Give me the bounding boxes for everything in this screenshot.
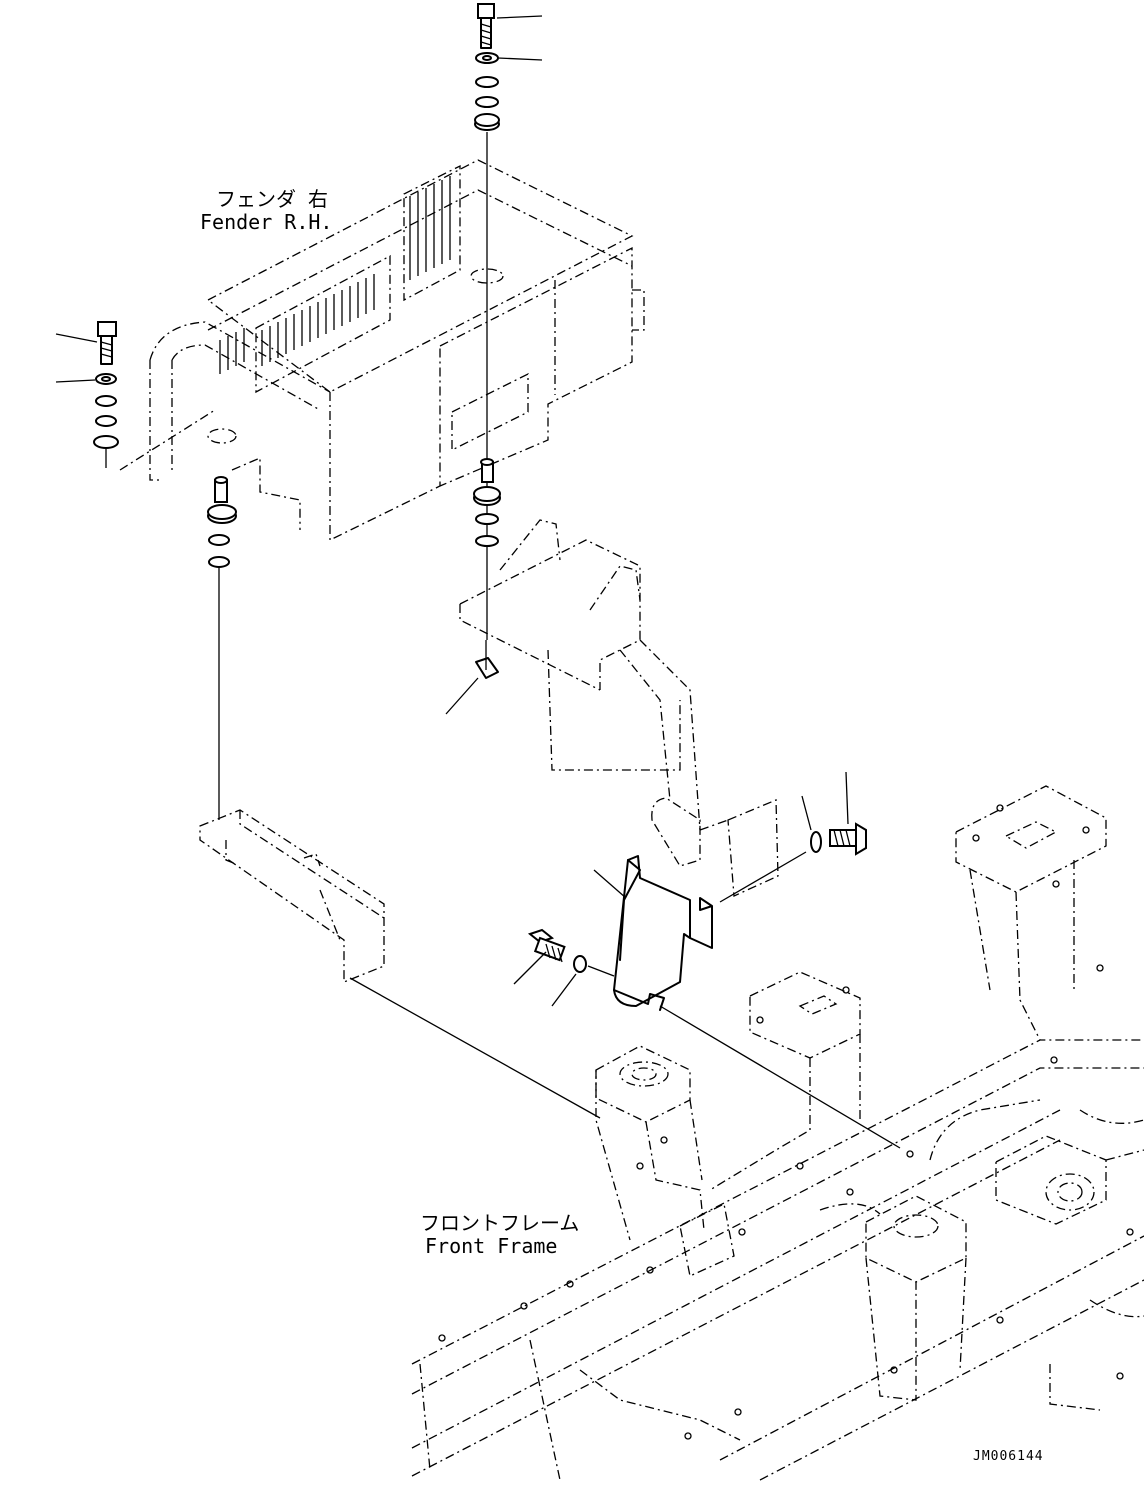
drawing-number: JM006144 (973, 1449, 1044, 1464)
top-fastener-stack (474, 3, 543, 640)
support-bracket (199, 809, 601, 1119)
right-spacer-stack (473, 458, 501, 547)
left-spacer-stack (207, 476, 237, 820)
fender-label-en: Fender R.H. (200, 210, 332, 234)
left-fastener-stack (55, 321, 119, 468)
fender-label-jp: フェンダ 右 (216, 187, 328, 211)
lower-bolt (513, 928, 615, 1007)
cover-plate (593, 855, 901, 1149)
front-frame-label-jp: フロントフレーム (420, 1211, 579, 1235)
side-bolt (719, 771, 867, 903)
front-frame (411, 785, 1144, 1481)
front-frame-label-en: Front Frame (425, 1234, 557, 1258)
fender-bracket (445, 519, 779, 897)
fender-rh (119, 159, 645, 542)
